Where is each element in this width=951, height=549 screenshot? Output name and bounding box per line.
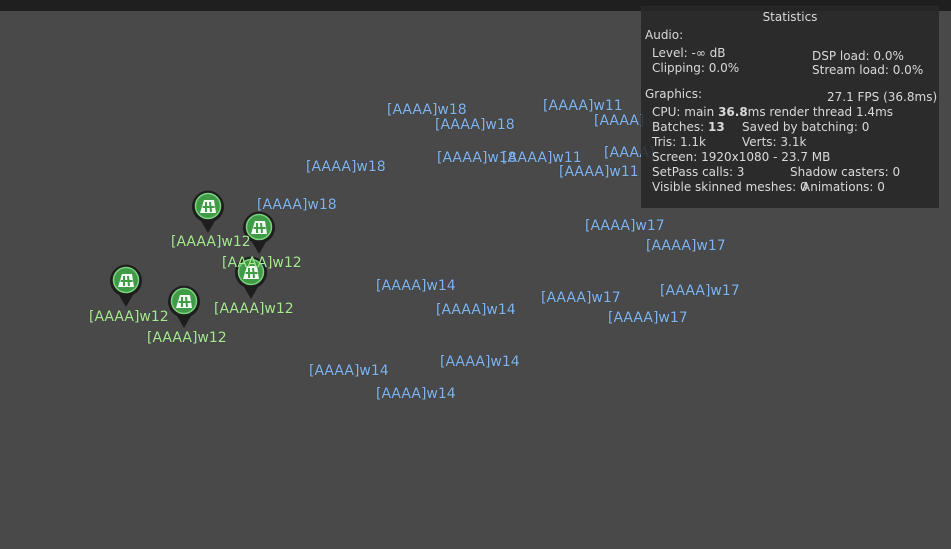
batches-readout: Batches: 13	[652, 120, 725, 135]
scene-label-w12[interactable]: [AAAA]w12	[222, 255, 302, 271]
fps-readout: 27.1 FPS (36.8ms)	[827, 90, 938, 104]
scene-label-w17[interactable]: [AAAA]w17	[660, 283, 740, 299]
setpass-calls: SetPass calls: 3	[652, 165, 745, 179]
scene-label-w11[interactable]: [AAAA]w11	[559, 164, 639, 180]
visible-skinned-meshes: Visible skinned meshes: 0	[652, 180, 808, 194]
scene-label-w11-partial[interactable]: [AAAA]	[594, 113, 645, 129]
scene-label-w17[interactable]: [AAAA]w17	[646, 238, 726, 254]
animations-count: Animations: 0	[802, 180, 885, 194]
statistics-title: Statistics	[762, 10, 818, 24]
green-map-pin-icon[interactable]	[190, 188, 226, 234]
scene-label-w14[interactable]: [AAAA]w14	[376, 386, 456, 402]
editor-top-bar	[0, 0, 951, 11]
batches-value: 13	[708, 120, 725, 134]
statistics-panel: Statistics Audio: Level: -∞ dB Clipping:…	[641, 6, 939, 208]
scene-label-w14[interactable]: [AAAA]w14	[309, 363, 389, 379]
cpu-main-value: 36.8	[718, 105, 748, 119]
green-map-pin-icon[interactable]	[233, 254, 269, 300]
scene-label-w14[interactable]: [AAAA]w14	[376, 278, 456, 294]
audio-clipping: Clipping: 0.0%	[652, 61, 740, 75]
green-map-pin-icon[interactable]	[241, 209, 277, 255]
screen-info: Screen: 1920x1080 - 23.7 MB	[652, 150, 831, 164]
stream-load: Stream load: 0.0%	[812, 63, 924, 77]
scene-label-w17[interactable]: [AAAA]w17	[585, 218, 665, 234]
scene-label-w17[interactable]: [AAAA]w17	[541, 290, 621, 306]
scene-label-w14[interactable]: [AAAA]w14	[436, 302, 516, 318]
scene-label-w12[interactable]: [AAAA]w12	[214, 301, 294, 317]
cpu-prefix: CPU: main	[652, 105, 719, 119]
scene-label-w11[interactable]: [AAAA]w11	[502, 150, 582, 166]
audio-level: Level: -∞ dB	[652, 46, 726, 60]
verts-count: Verts: 3.1k	[742, 135, 807, 149]
scene-label-w17[interactable]: [AAAA]w17	[608, 310, 688, 326]
green-map-pin-icon[interactable]	[108, 262, 144, 308]
graphics-header: Graphics:	[645, 87, 703, 101]
dsp-load: DSP load: 0.0%	[812, 49, 904, 63]
scene-label-w11[interactable]: [AAAA]w11	[543, 98, 623, 114]
scene-label-w18[interactable]: [AAAA]w18	[435, 117, 515, 133]
scene-label-w18[interactable]: [AAAA]w18	[437, 150, 517, 166]
shadow-casters: Shadow casters: 0	[790, 165, 901, 179]
scene-label-w18[interactable]: [AAAA]w18	[257, 197, 337, 213]
tris-count: Tris: 1.1k	[652, 135, 706, 149]
saved-by-batching: Saved by batching: 0	[742, 120, 870, 134]
scene-label-w18[interactable]: [AAAA]w18	[306, 159, 386, 175]
cpu-readout: CPU: main 36.8ms render thread 1.4ms	[652, 105, 893, 120]
scene-label-w12[interactable]: [AAAA]w12	[89, 309, 169, 325]
audio-header: Audio:	[645, 28, 684, 42]
scene-label-w18[interactable]: [AAAA]w18	[387, 102, 467, 118]
scene-label-w12[interactable]: [AAAA]w12	[147, 330, 227, 346]
scene-label-w14[interactable]: [AAAA]w14	[440, 354, 520, 370]
batches-prefix: Batches:	[652, 120, 708, 134]
green-map-pin-icon[interactable]	[166, 283, 202, 329]
cpu-suffix: ms render thread 1.4ms	[747, 105, 894, 119]
scene-label-w12[interactable]: [AAAA]w12	[171, 234, 251, 250]
